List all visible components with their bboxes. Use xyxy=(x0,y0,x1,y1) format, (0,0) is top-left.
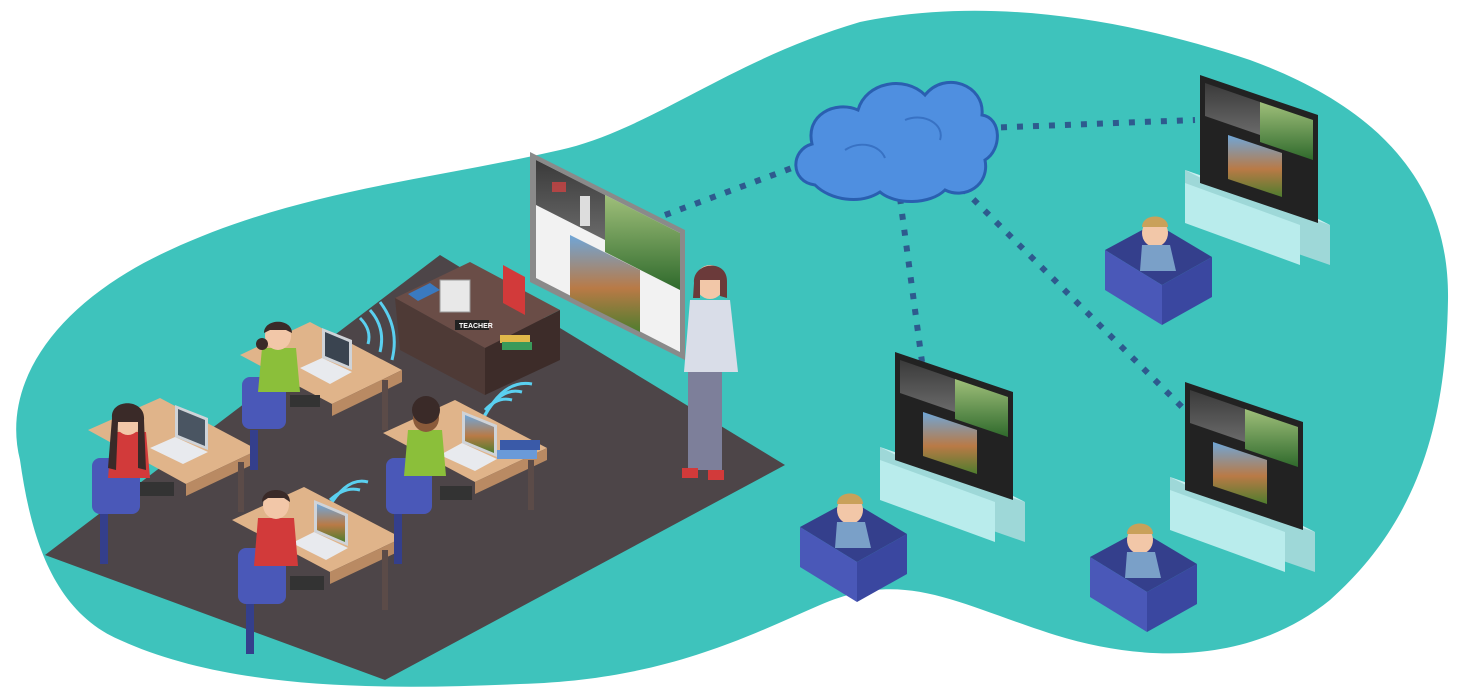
tv-icon xyxy=(895,352,1013,500)
classroom-display-screen xyxy=(530,152,685,360)
armchair-icon xyxy=(1090,523,1197,632)
armchair-icon xyxy=(800,493,907,602)
students xyxy=(92,321,472,654)
tv-icon xyxy=(1185,382,1303,530)
cloud-icon xyxy=(794,80,999,203)
network-connection-lines xyxy=(663,117,1196,413)
home-viewer-middle xyxy=(800,352,1025,602)
home-viewer-top xyxy=(1105,75,1330,325)
home-viewer-bottom xyxy=(1090,382,1315,632)
tv-icon xyxy=(1200,75,1318,223)
laptop-icon xyxy=(150,328,497,560)
armchair-icon xyxy=(1105,216,1212,325)
teacher-figure xyxy=(682,265,738,480)
teacher-desk-sign: TEACHER xyxy=(459,323,493,330)
teacher-desk: TEACHER xyxy=(395,262,560,395)
